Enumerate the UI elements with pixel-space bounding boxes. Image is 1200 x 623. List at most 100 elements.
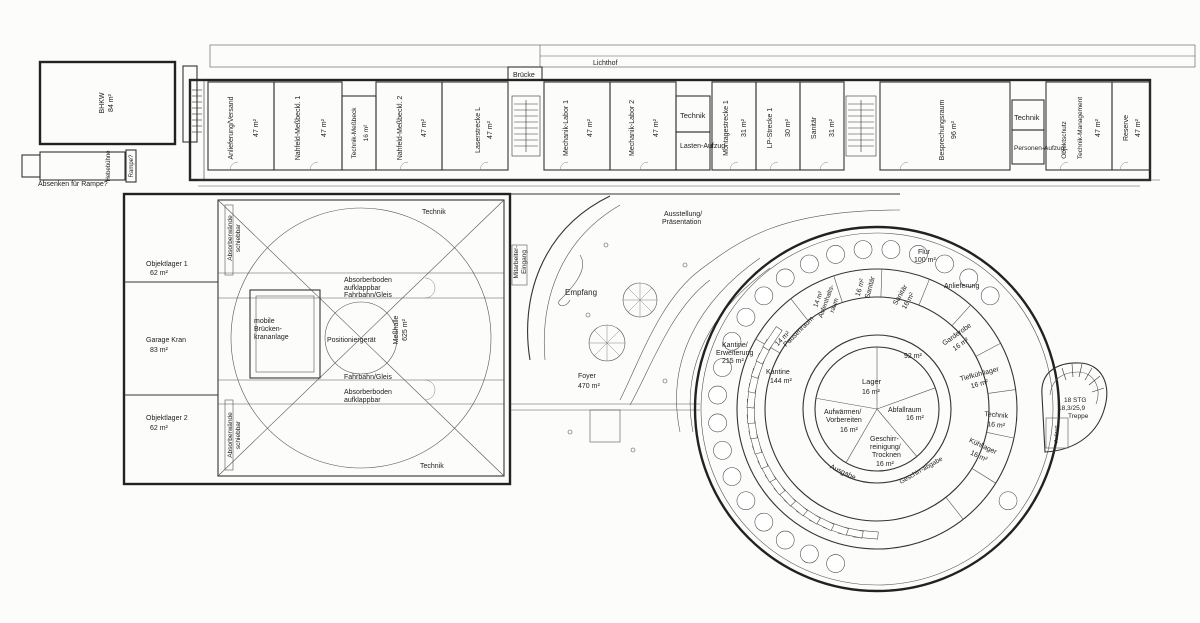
round-table: [800, 254, 819, 274]
room-nahfeld-1-area: 47 m²: [321, 118, 328, 137]
room-nahfeld-1: Nahfeld-Meßbeckl. 1: [295, 96, 302, 161]
room-objektlager-2: Objektlager 2: [146, 415, 188, 422]
room-garage-kran: Garage Kran: [146, 337, 186, 344]
round-table: [775, 530, 795, 550]
room-divider: [880, 269, 883, 298]
mobile-kran-1: mobile: [254, 318, 275, 325]
room-geschirr-area: 16 m²: [876, 461, 895, 468]
room-objektlager-1: Objektlager 1: [146, 261, 188, 268]
round-table: [708, 413, 727, 433]
room-messhalle-area: 625 m²: [402, 318, 409, 340]
room-montagestrecke-area: 31 m²: [741, 118, 748, 137]
round-table: [722, 332, 742, 351]
room-technik-c-area: 16 m²: [987, 421, 1006, 430]
room-lager-area: 16 m²: [862, 389, 881, 396]
room-divider: [790, 298, 809, 321]
dining-table: [762, 326, 783, 351]
absenken-label: Absenken für Rampe?: [38, 181, 108, 188]
room-geschirr-2: reinigung/: [870, 444, 901, 451]
room-messhalle: Meßhalle: [393, 316, 400, 345]
empfang-label: Empfang: [565, 288, 597, 297]
rampe-label: Rampe?: [129, 154, 135, 177]
round-table: [775, 268, 795, 288]
room-sanitaer-north: Sanitär: [811, 116, 818, 139]
fahrbahn-a: Fahrbahn/Gleis: [344, 292, 392, 299]
mitarbeiter-eingang-1: Mitarbeiter-: [513, 246, 520, 279]
room-kantine-erweiterung-area: 215 m²: [722, 358, 744, 365]
room-besprechungsraum: Besprechungsraum: [939, 99, 946, 160]
room-reserve-area: 47 m²: [1135, 118, 1142, 137]
absorberwaende-top-2: schiebbar: [235, 223, 242, 252]
room-objektschutz: Objektschutz: [1061, 121, 1068, 159]
room-aufwaermen-2: Vorbereiten: [826, 417, 862, 424]
bhkw-block: BHKW 84 m² Hebebühne Rampe? Absenken für…: [21, 60, 198, 188]
room-flur-area: 100 m²: [914, 257, 936, 264]
round-table: [754, 512, 774, 532]
room-anlieferung-versand-area: 47 m²: [253, 118, 260, 137]
room-aufwaermen-area: 16 m²: [840, 427, 859, 434]
foyer-area: Mitarbeiter- Eingang Ausstellung/ Präsen…: [510, 193, 901, 453]
room-technik-mess-area: 16 m²: [363, 124, 370, 141]
stair-label: Treppe: [1068, 413, 1089, 420]
round-table: [713, 441, 732, 460]
room-lager: Lager: [862, 377, 882, 386]
room-kantine: Kantine: [766, 369, 790, 376]
round-table: [754, 286, 774, 306]
mobile-kran-2: Brücken-: [254, 326, 283, 333]
round-table: [980, 286, 1000, 306]
aufzug-small-label: Aufzug: [1054, 425, 1060, 442]
core-divider: [815, 397, 878, 410]
room-abfallraum-area: 16 m²: [906, 415, 925, 422]
core-divider: [845, 408, 878, 463]
room-divider: [975, 343, 1001, 357]
round-table: [998, 491, 1018, 511]
round-table: [713, 358, 732, 377]
round-table: [909, 245, 928, 264]
room-divider: [951, 304, 971, 326]
room-technik-management: Technik-Management: [1077, 97, 1084, 159]
room-kantine-area: 144 m²: [770, 378, 792, 385]
room-divider: [971, 468, 996, 484]
ring-area-label: 92 m²: [904, 353, 923, 360]
room-technik-c: Technik: [984, 411, 1009, 420]
messhalle-block: Technik Technik Objektlager 1 62 m² Gara…: [122, 192, 512, 486]
round-table: [722, 467, 742, 486]
room-foyer-area: 470 m²: [578, 383, 600, 390]
round-table: [881, 240, 901, 259]
round-table: [959, 268, 979, 288]
room-lp-strecke-area: 30 m²: [785, 118, 792, 137]
room-garage-kran-area: 83 m²: [150, 347, 169, 354]
room-laserstrecke: Laserstrecke L: [475, 107, 482, 153]
room-kantine-erweiterung-1: Kantine/: [722, 342, 748, 349]
bhkw-area: 84 m²: [108, 93, 115, 112]
room-sanitaer-a-area: 16 m²: [855, 277, 867, 297]
room-sanitaer-a: Sanitär: [864, 275, 877, 299]
room-objektlager-1-area: 62 m²: [150, 270, 169, 277]
room-sanitaer-north-area: 31 m²: [829, 118, 836, 137]
room-nahfeld-2-area: 47 m²: [421, 118, 428, 137]
room-kantine-erweiterung-2: Erweiterung: [716, 350, 753, 357]
room-reserve: Reserve: [1123, 115, 1130, 141]
room-laserstrecke-area: 47 m²: [487, 120, 494, 139]
core-divider: [876, 408, 918, 457]
room-divider: [986, 431, 1015, 439]
room-geschirr-3: Trocknen: [872, 452, 901, 459]
room-foyer: Foyer: [578, 373, 597, 380]
room-mechanik-2: Mechanik-Labor 2: [629, 100, 636, 156]
room-mechanik-1-area: 47 m²: [587, 118, 594, 137]
room-technik-b: Technik: [1014, 113, 1040, 122]
round-table: [708, 385, 727, 405]
room-besprechungsraum-area: 96 m²: [951, 120, 958, 139]
room-mechanik-1: Mechanik-Labor 1: [563, 100, 570, 156]
absorberboden-a-2: aufklappbar: [344, 285, 381, 292]
ausstellung-label-1: Ausstellung/: [664, 211, 702, 218]
bruecke-label: Brücke: [513, 72, 535, 79]
mitarbeiter-eingang-2: Eingang: [521, 250, 528, 274]
round-table: [826, 554, 845, 573]
round-table: [935, 254, 954, 274]
core-divider: [876, 387, 936, 410]
round-table: [800, 544, 819, 564]
room-anlieferung-versand: Anlieferung/Versand: [228, 96, 235, 159]
absorberboden-b-1: Absorberboden: [344, 389, 392, 396]
room-aufenthaltsraum-2: raum: [829, 297, 841, 313]
